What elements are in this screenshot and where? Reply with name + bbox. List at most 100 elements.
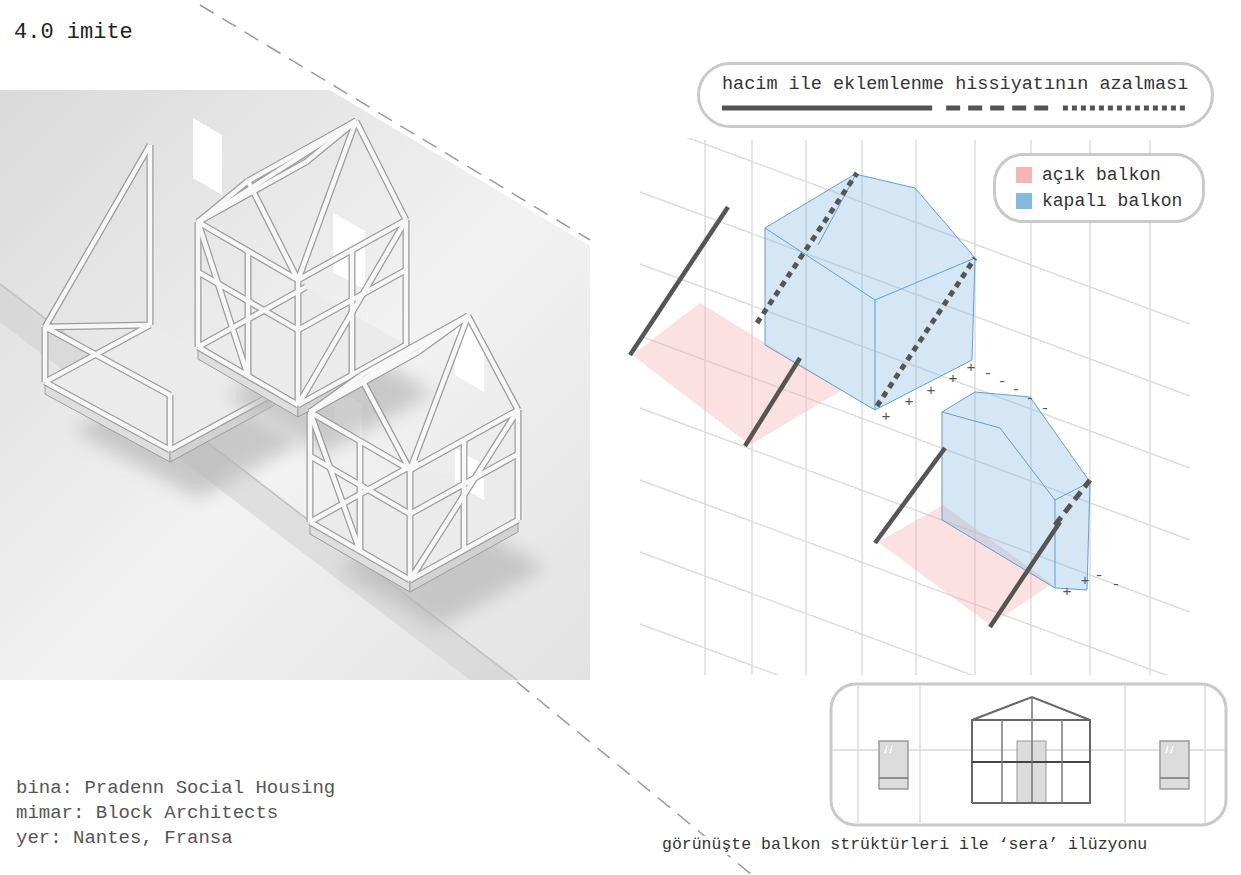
frame-member xyxy=(198,272,298,330)
volume-edge xyxy=(875,300,876,410)
frame-member-shade xyxy=(42,327,49,382)
frame-member xyxy=(468,316,518,410)
window xyxy=(193,118,222,195)
caption: görünüşte balkon strüktürleri ile ‘sera’… xyxy=(660,836,1149,855)
frame-member xyxy=(410,454,518,514)
frame-member-shade xyxy=(468,316,518,410)
heading-text: hacim ile eklemlenme hissiyatının azalma… xyxy=(722,74,1189,96)
grid-line xyxy=(1204,686,1206,823)
grid-line xyxy=(640,480,1190,675)
minus-mark: - xyxy=(1111,578,1120,593)
legend-text: açık balkon xyxy=(1042,165,1161,185)
frame-member xyxy=(196,222,201,347)
inset-grid xyxy=(832,686,1225,823)
frame-member xyxy=(168,395,173,450)
plus-mark: + xyxy=(1080,574,1089,589)
volume-edge xyxy=(1055,500,1056,588)
closed-balcony-volume xyxy=(942,392,1090,590)
greenhouse-mullion xyxy=(1031,720,1033,803)
balcony-render xyxy=(0,5,752,875)
frame-member-shade xyxy=(310,316,468,412)
plus-mark: + xyxy=(904,395,913,410)
frame-member xyxy=(516,410,521,520)
closed-balcony-frame xyxy=(198,121,434,453)
frame-member xyxy=(248,181,298,280)
line-sample-scale xyxy=(722,102,1189,114)
solid-articulation-line xyxy=(745,358,800,446)
frame-member-shade xyxy=(298,220,406,405)
frame-member-shade xyxy=(356,121,406,220)
frame-member xyxy=(408,470,413,580)
dashed-articulation-line xyxy=(1055,480,1090,525)
frame-member xyxy=(298,220,406,405)
frame-member-shade xyxy=(407,470,414,580)
solid-articulation-line xyxy=(630,207,728,355)
minus-mark: - xyxy=(1040,402,1049,417)
glass-reflection xyxy=(890,746,892,753)
plus-mark: + xyxy=(948,372,957,387)
frame-member-shade xyxy=(45,327,170,395)
minus-mark: - xyxy=(983,367,992,382)
minus-mark: - xyxy=(1025,392,1034,407)
heading-box: hacim ile eklemlenme hissiyatının azalma… xyxy=(697,62,1214,128)
legend-row: açık balkon xyxy=(1016,162,1182,188)
frame-member-shade xyxy=(410,316,468,470)
frame-member xyxy=(410,316,468,470)
volume-edge xyxy=(818,176,855,245)
closed-balcony-volume xyxy=(765,174,975,410)
project-info: yer: Nantes, Fransa xyxy=(16,828,233,850)
minus-mark: - xyxy=(997,375,1006,390)
frame-member xyxy=(198,287,306,347)
balcony-floor xyxy=(198,287,406,405)
glass-reflection xyxy=(1166,746,1168,753)
title: 4.0 imite xyxy=(14,20,133,45)
grid-line xyxy=(640,552,1190,675)
dotted-articulation-line xyxy=(877,258,975,406)
frame-member xyxy=(246,251,251,376)
window-sill xyxy=(1160,777,1189,779)
frame-member xyxy=(356,121,406,220)
elevation-inset xyxy=(831,684,1226,825)
frame-member-shade xyxy=(198,287,306,347)
frame-member-shade xyxy=(198,121,356,222)
frame-member-shade xyxy=(515,410,522,520)
frame-member xyxy=(45,382,170,450)
greenhouse-mullion xyxy=(1001,720,1003,803)
window-sill xyxy=(879,777,908,779)
frame-member xyxy=(358,441,363,551)
frame-member xyxy=(296,280,301,405)
dotted-sample xyxy=(1063,106,1189,111)
frame-member-shade xyxy=(295,280,302,405)
minus-mark: - xyxy=(1011,383,1020,398)
grid-line xyxy=(640,624,1190,675)
dotted-articulation-line xyxy=(757,173,857,323)
frame-member-shade xyxy=(45,145,150,327)
greenhouse-outline xyxy=(972,697,1090,803)
legend-text: kapalı balkon xyxy=(1042,191,1182,211)
inset-frame xyxy=(831,684,1226,825)
frame-member-shade xyxy=(167,395,174,450)
floor-edge xyxy=(45,382,170,462)
frame-member xyxy=(148,145,153,325)
legend-swatch xyxy=(1016,167,1032,183)
minus-mark: - xyxy=(1094,569,1103,584)
plus-mark: + xyxy=(926,384,935,399)
window xyxy=(1160,741,1189,789)
solid-articulation-line xyxy=(990,522,1060,627)
greenhouse-mullion xyxy=(1031,697,1033,720)
legend-swatch xyxy=(1016,193,1032,209)
frame-member-shade xyxy=(147,145,154,325)
greenhouse-mullion xyxy=(1061,720,1063,803)
frame-member xyxy=(43,327,48,382)
plus-mark: + xyxy=(966,361,975,376)
frame-member xyxy=(198,222,248,376)
balcony-floor xyxy=(310,462,518,580)
plus-mark: + xyxy=(881,410,890,425)
frame-member xyxy=(404,220,409,345)
dashed-sample xyxy=(946,106,1049,111)
volume-edge xyxy=(765,228,875,300)
plus-mark: + xyxy=(1062,585,1071,600)
frame-member xyxy=(45,145,150,327)
frame-member xyxy=(360,376,410,470)
